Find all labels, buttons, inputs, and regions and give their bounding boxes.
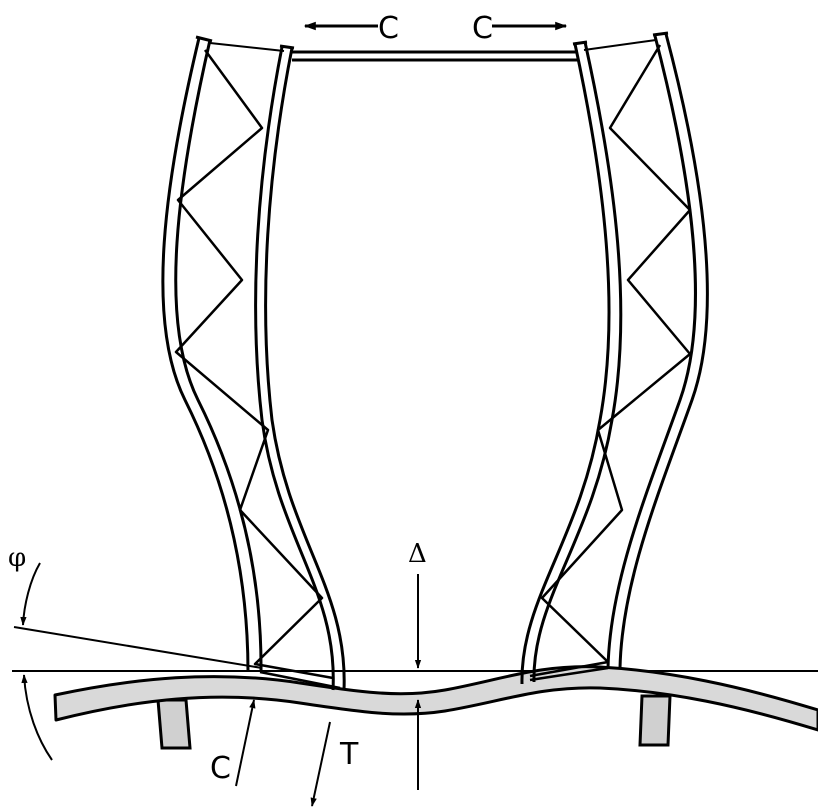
right-truss-outer-chord: [606, 35, 698, 669]
bottom-compression-arrow: [235, 699, 256, 787]
left-truss-inner-chord-inner: [264, 47, 346, 691]
bottom-compression-label: C: [210, 751, 231, 786]
left-support: [156, 698, 192, 750]
right-truss-inner-chord: [520, 43, 611, 685]
left-truss-outer-chord-inner: [174, 39, 263, 673]
left-truss: [161, 35, 346, 691]
top-right-force-label: C: [472, 11, 493, 46]
bottom-tension-label: T: [339, 737, 359, 772]
right-truss-outer-chord-inner: [618, 33, 709, 669]
right-truss-inner-chord-inner: [532, 41, 623, 683]
rotation-arc-upper: [20, 562, 41, 626]
left-truss-web: [174, 49, 334, 680]
right-truss-web: [529, 44, 692, 678]
rotation-reference-line: [13, 626, 263, 669]
rotation-angle-label: φ: [8, 543, 26, 573]
right-support: [638, 694, 672, 747]
rotation-arc-lower: [21, 674, 53, 761]
right-truss: [520, 31, 709, 685]
top-left-force-label: C: [378, 11, 399, 46]
bottom-tension-arrow: [310, 721, 331, 807]
left-truss-inner-chord: [254, 46, 335, 691]
left-truss-outer-chord: [161, 37, 250, 673]
deflection-label: Δ: [408, 539, 427, 569]
